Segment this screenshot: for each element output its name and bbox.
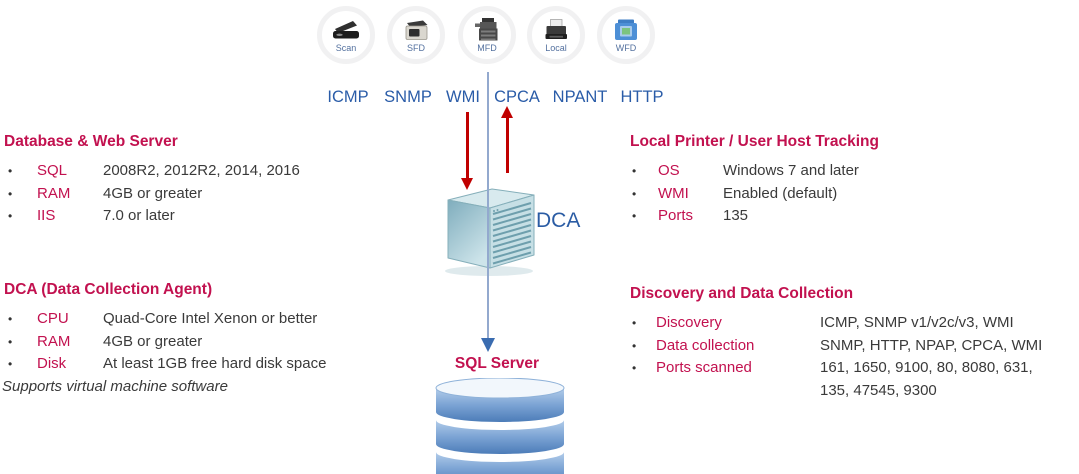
up-arrowhead-icon bbox=[501, 106, 513, 118]
device-mfd: MFD bbox=[458, 6, 516, 64]
bullet-icon bbox=[4, 183, 37, 206]
dca-requirements-block: DCA (Data Collection Agent) CPU Quad-Cor… bbox=[2, 280, 326, 398]
spec-row: Discovery ICMP, SNMP v1/v2c/v3, WMI bbox=[630, 312, 1076, 335]
spec-value: 7.0 or later bbox=[103, 207, 175, 224]
flatbed-scanner-icon bbox=[333, 21, 359, 39]
device-label: WFD bbox=[615, 43, 637, 53]
spec-label: SQL bbox=[37, 162, 68, 179]
flow-line bbox=[487, 72, 489, 338]
bullet-icon bbox=[630, 312, 656, 335]
spec-value: At least 1GB free hard disk space bbox=[103, 355, 327, 372]
local-printer-tracking-block: Local Printer / User Host Tracking OS Wi… bbox=[630, 132, 879, 228]
spec-row: OS Windows 7 and later bbox=[630, 160, 879, 183]
device-scan: Scan bbox=[317, 6, 375, 64]
spec-label: CPU bbox=[37, 310, 69, 327]
bullet-icon bbox=[4, 353, 37, 376]
spec-row: Ports scanned 161, 1650, 9100, 80, 8080,… bbox=[630, 357, 1076, 402]
device-wfd: WFD bbox=[597, 6, 655, 64]
device-label: Local bbox=[545, 43, 567, 53]
spec-label: Disk bbox=[37, 355, 67, 372]
bullet-icon bbox=[4, 205, 37, 228]
spec-row: RAM 4GB or greater bbox=[4, 183, 300, 206]
bullet-icon bbox=[630, 160, 658, 183]
up-arrow bbox=[506, 117, 509, 173]
spec-row: IIS 7.0 or later bbox=[4, 205, 300, 228]
spec-row: WMI Enabled (default) bbox=[630, 183, 879, 206]
spec-value: 4GB or greater bbox=[103, 184, 203, 202]
bullet-icon bbox=[630, 335, 656, 358]
protocol-icmp: ICMP bbox=[327, 88, 369, 106]
bullet-icon bbox=[4, 308, 37, 331]
spec-row: Ports 135 bbox=[630, 205, 879, 228]
spec-value: 135 bbox=[723, 207, 749, 224]
spec-row: CPU Quad-Core Intel Xenon or better bbox=[4, 308, 326, 331]
spec-value: SNMP, HTTP, NPAP, CPCA, WMI bbox=[820, 336, 1043, 354]
bullet-icon bbox=[630, 357, 656, 380]
workflow-device-icon bbox=[615, 19, 637, 40]
spec-value: 4GB or greater bbox=[103, 332, 203, 350]
device-label: SFD bbox=[407, 43, 425, 53]
db-web-server-block: Database & Web Server SQL 2008R2, 2012R2… bbox=[4, 132, 300, 228]
multifunction-copier-icon bbox=[475, 18, 498, 41]
spec-label: RAM bbox=[37, 184, 71, 202]
spec-value: Enabled (default) bbox=[723, 184, 838, 202]
device-label: MFD bbox=[477, 43, 497, 53]
block-title: Discovery and Data Collection bbox=[630, 285, 854, 302]
block-title: Database & Web Server bbox=[4, 133, 178, 150]
spec-row: RAM 4GB or greater bbox=[4, 331, 326, 354]
single-function-printer-icon bbox=[405, 20, 428, 40]
device-local: Local bbox=[527, 6, 585, 64]
device-sfd: SFD bbox=[387, 6, 445, 64]
sql-server-label: SQL Server bbox=[454, 355, 540, 372]
spec-value: Windows 7 and later bbox=[723, 162, 859, 179]
down-arrowhead-icon bbox=[461, 178, 473, 190]
spec-row: Data collection SNMP, HTTP, NPAP, CPCA, … bbox=[630, 335, 1076, 358]
spec-row: Disk At least 1GB free hard disk space bbox=[4, 353, 326, 376]
bullet-icon bbox=[4, 331, 37, 354]
dca-server-icon bbox=[445, 188, 535, 276]
device-label: Scan bbox=[335, 43, 357, 53]
spec-value: 2008R2, 2012R2, 2014, 2016 bbox=[103, 162, 300, 179]
spec-label: IIS bbox=[37, 207, 56, 224]
spec-label: RAM bbox=[37, 332, 71, 350]
bullet-icon bbox=[4, 160, 37, 183]
spec-label: Ports bbox=[658, 207, 694, 224]
vm-support-note: Supports virtual machine software bbox=[2, 377, 228, 395]
spec-label: Ports scanned bbox=[656, 359, 752, 376]
protocol-npant: NPANT bbox=[552, 88, 608, 106]
flow-arrowhead-icon bbox=[481, 338, 495, 352]
protocol-cpca: CPCA bbox=[494, 88, 540, 106]
bullet-icon bbox=[630, 183, 658, 206]
protocol-http: HTTP bbox=[620, 88, 664, 106]
spec-value: 161, 1650, 9100, 80, 8080, 631, 135, 475… bbox=[820, 359, 1033, 399]
spec-label: OS bbox=[658, 162, 680, 179]
bullet-icon bbox=[630, 205, 658, 228]
block-title: DCA (Data Collection Agent) bbox=[4, 281, 213, 298]
spec-label: WMI bbox=[658, 184, 689, 202]
protocol-snmp: SNMP bbox=[384, 88, 432, 106]
spec-label: Data collection bbox=[656, 336, 755, 354]
spec-row: SQL 2008R2, 2012R2, 2014, 2016 bbox=[4, 160, 300, 183]
spec-label: Discovery bbox=[656, 314, 722, 331]
protocol-wmi: WMI bbox=[446, 88, 480, 106]
down-arrow bbox=[466, 112, 469, 179]
database-cylinder-icon bbox=[435, 378, 565, 474]
local-printer-icon bbox=[545, 19, 567, 39]
spec-value: Quad-Core Intel Xenon or better bbox=[103, 310, 318, 327]
dca-label: DCA bbox=[536, 209, 581, 232]
discovery-data-collection-block: Discovery and Data Collection Discovery … bbox=[630, 284, 1076, 402]
spec-value: ICMP, SNMP v1/v2c/v3, WMI bbox=[820, 314, 1014, 331]
block-title: Local Printer / User Host Tracking bbox=[630, 133, 879, 150]
